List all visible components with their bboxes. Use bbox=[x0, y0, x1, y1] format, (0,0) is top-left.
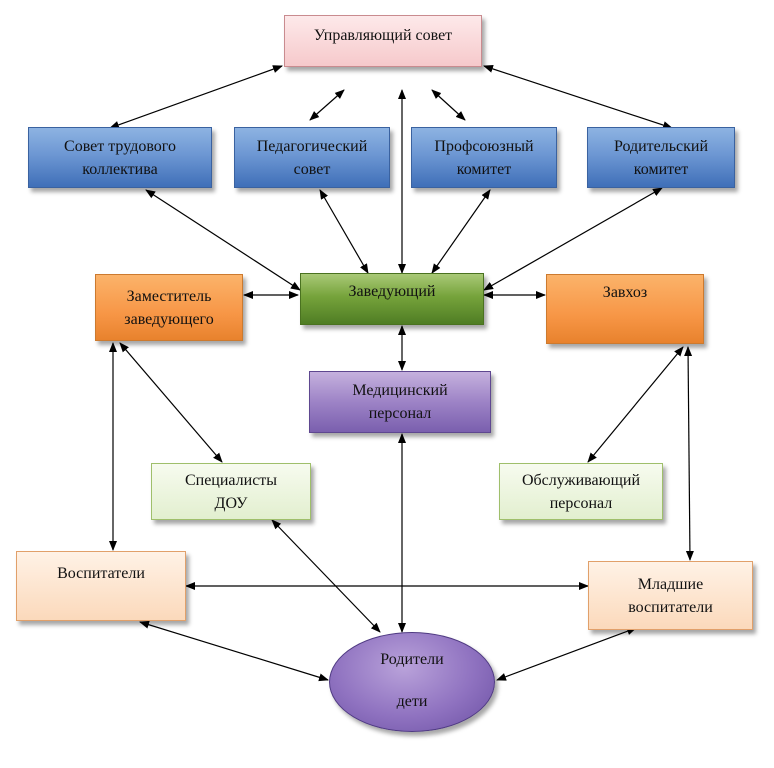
node-governing-council: Управляющий совет bbox=[284, 15, 482, 67]
arrow-specialists-parents bbox=[271, 519, 381, 633]
node-head: Заведующий bbox=[300, 273, 484, 325]
arrow-parentscommittee-head bbox=[483, 187, 663, 291]
children-label: дети bbox=[396, 693, 428, 710]
arrow-educators-parents bbox=[139, 620, 329, 682]
node-specialists: Специалисты ДОУ bbox=[151, 463, 311, 520]
node-trade-union: Профсоюзный комитет bbox=[411, 127, 557, 188]
node-pedagogical-council: Педагогический совет bbox=[234, 127, 390, 188]
node-medical-staff: Медицинский персонал bbox=[309, 371, 491, 433]
node-service-staff: Обслуживающий персонал bbox=[499, 463, 663, 520]
arrow-junior-parents bbox=[496, 627, 637, 681]
node-junior-educators: Младшие воспитатели bbox=[588, 561, 753, 630]
node-supply-manager: Завхоз bbox=[546, 274, 704, 344]
node-labor-council: Совет трудового коллектива bbox=[28, 127, 212, 188]
parents-label: Родители bbox=[380, 651, 444, 668]
arrow-supply-service bbox=[587, 346, 684, 463]
arrow-governing-parentscommittee bbox=[483, 65, 673, 129]
arrow-tradeunion-head bbox=[431, 189, 491, 274]
node-parents-committee: Родительский комитет bbox=[587, 127, 735, 188]
arrow-governing-pedagogical bbox=[309, 89, 345, 121]
arrow-supply-junior bbox=[684, 346, 694, 561]
node-deputy-head: Заместитель заведующего bbox=[95, 274, 243, 341]
arrow-pedagogical-head bbox=[319, 189, 369, 274]
arrow-deputy-specialists bbox=[119, 342, 223, 463]
node-educators: Воспитатели bbox=[16, 551, 186, 621]
arrow-governing-labor bbox=[109, 65, 283, 129]
arrow-governing-tradeunion bbox=[431, 89, 466, 121]
node-parents-children: Родители дети bbox=[329, 632, 495, 732]
arrow-labor-head bbox=[145, 189, 301, 291]
